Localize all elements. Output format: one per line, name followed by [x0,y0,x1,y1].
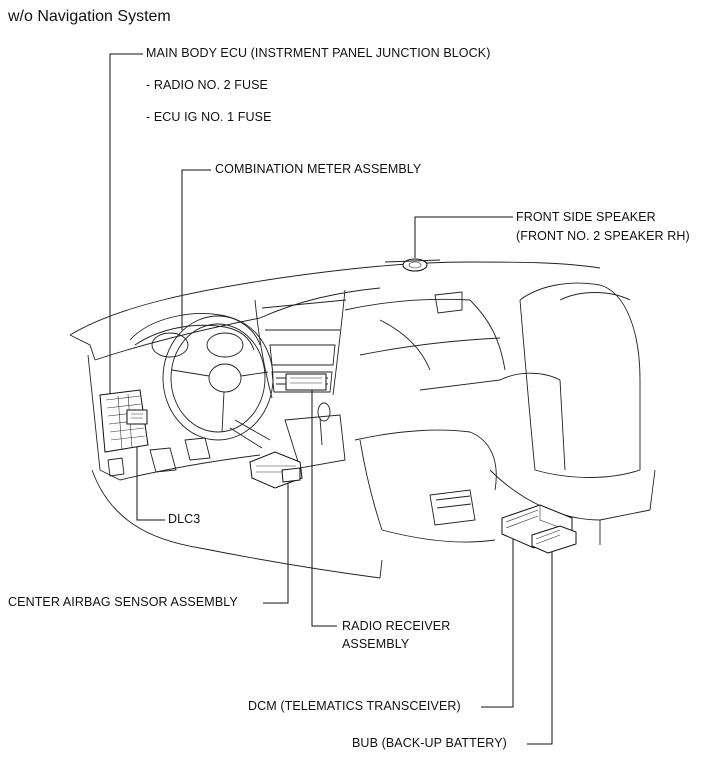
label-radio-fuse: - RADIO NO. 2 FUSE [146,78,268,92]
center-airbag-sensor [249,451,303,489]
leader-radio-receiver [311,382,337,627]
leader-airbag-sensor [263,478,289,604]
label-dcm: DCM (TELEMATICS TRANSCEIVER) [248,699,461,713]
label-ecu-ig-fuse: - ECU IG NO. 1 FUSE [146,110,272,124]
diagram-title: w/o Navigation System [8,8,171,25]
passenger-seat [489,282,656,545]
label-front-speaker-sub: (FRONT NO. 2 SPEAKER RH) [516,229,690,243]
label-airbag-sensor: CENTER AIRBAG SENSOR ASSEMBLY [8,595,238,609]
main-body-ecu [99,389,149,453]
front-side-speaker [384,258,441,272]
label-radio-receiver: RADIO RECEIVER [342,619,451,633]
label-dlc3: DLC3 [168,512,201,526]
leader-dlc3 [136,420,165,521]
leader-main-body-ecu [109,53,143,395]
label-bub: BUB (BACK-UP BATTERY) [352,736,507,750]
label-radio-receiver-sub: ASSEMBLY [342,637,410,651]
label-main-body-ecu: MAIN BODY ECU (INSTRMENT PANEL JUNCTION … [146,46,491,60]
combination-meter [129,313,261,358]
radio-receiver [285,373,327,391]
leader-front-speaker [414,216,513,258]
dashboard [69,261,601,579]
pedals [107,437,211,477]
dlc3-connector [126,409,148,425]
leader-combination-meter [181,169,211,330]
leader-lines [109,53,553,745]
steering-wheel [162,315,274,449]
leader-dcm [481,533,514,708]
leader-bub [527,545,553,745]
label-front-speaker: FRONT SIDE SPEAKER [516,210,656,224]
bub-module [531,525,577,554]
label-combination-meter: COMBINATION METER ASSEMBLY [215,162,422,176]
